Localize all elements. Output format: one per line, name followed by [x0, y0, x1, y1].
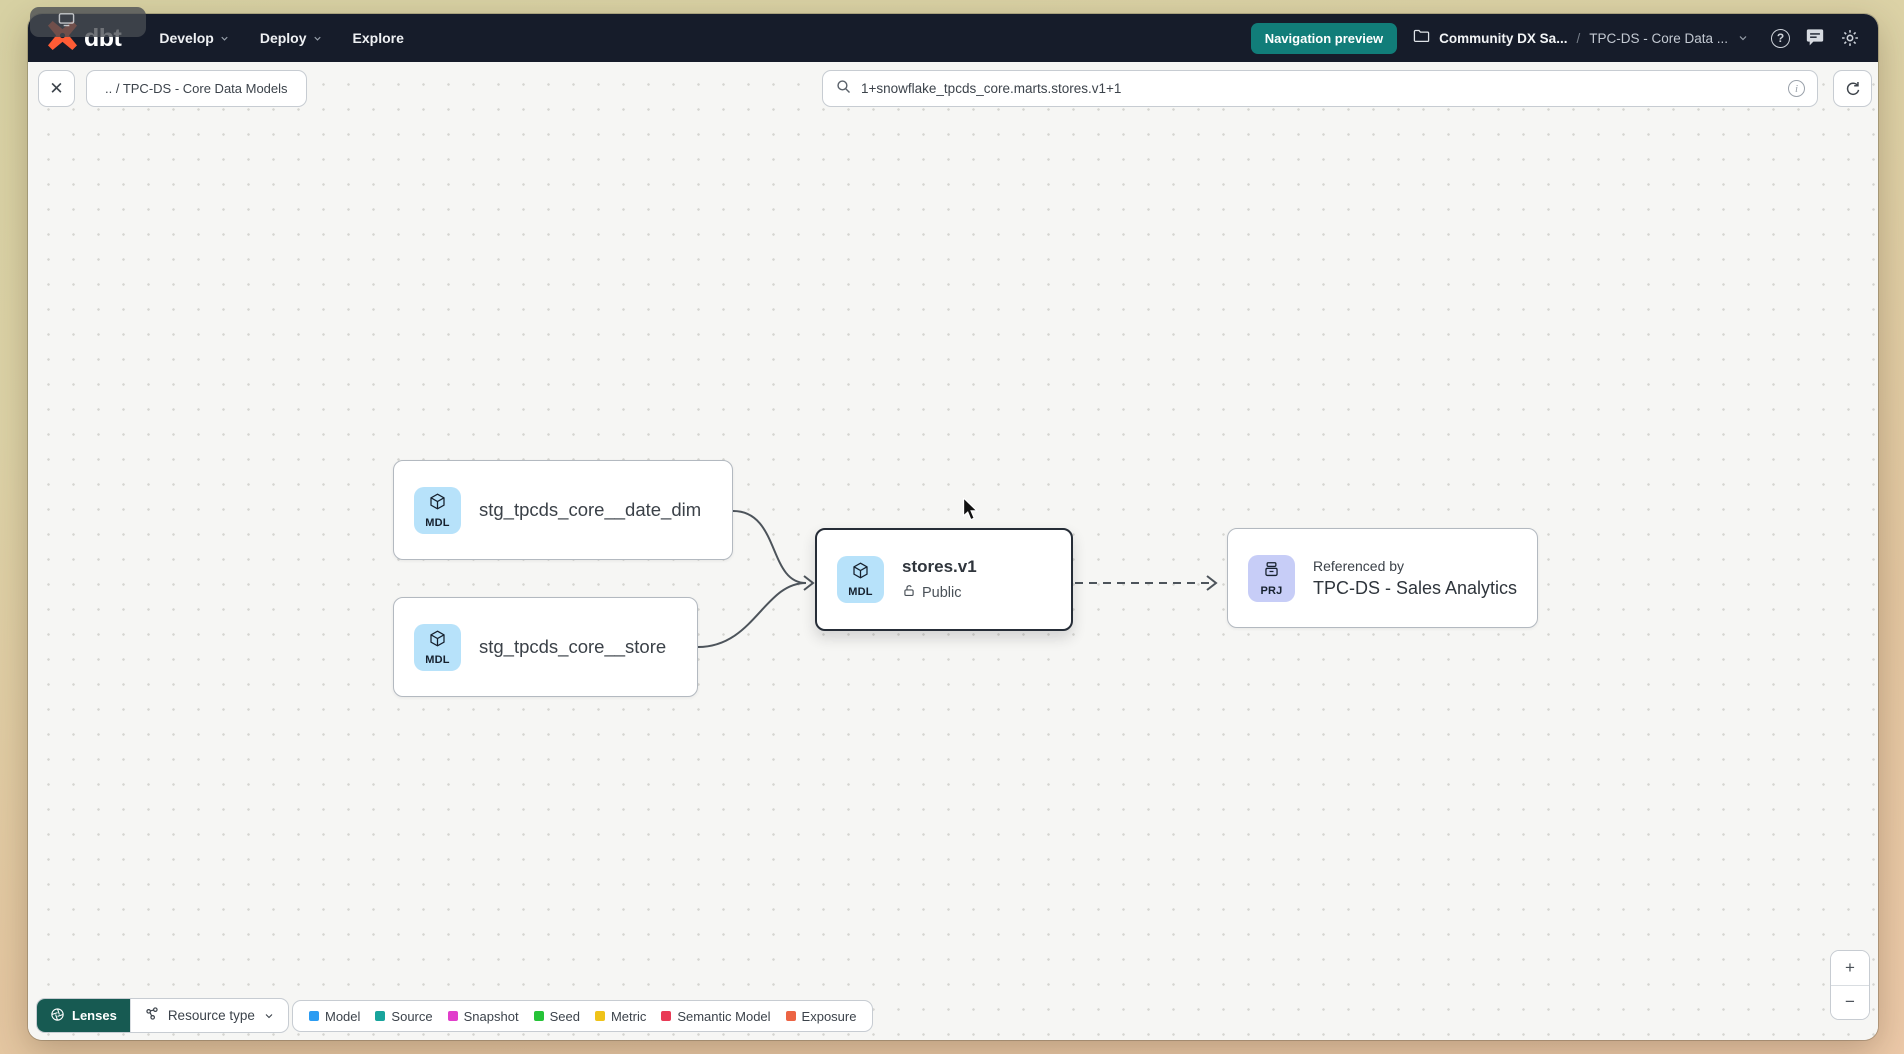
window-icon [58, 12, 75, 32]
chevron-down-icon [263, 1010, 275, 1022]
node-label: stg_tpcds_core__date_dim [479, 499, 701, 521]
project-badge: PRJ [1248, 555, 1295, 602]
node-title: stores.v1 [902, 557, 977, 577]
model-badge: MDL [414, 624, 461, 671]
node-label: stg_tpcds_core__store [479, 636, 666, 658]
node-text: Referenced by TPC-DS - Sales Analytics [1313, 558, 1517, 599]
folder-icon [1413, 28, 1430, 48]
legend-model: Model [309, 1009, 360, 1024]
legend-semantic-model: Semantic Model [661, 1009, 770, 1024]
search-input[interactable] [861, 81, 1779, 96]
top-navbar: dbt Develop Deploy Explore Navigation pr… [28, 14, 1878, 62]
chevron-down-icon [312, 33, 323, 44]
aperture-icon [50, 1007, 65, 1025]
feedback-icon[interactable] [1805, 29, 1825, 47]
unlock-icon [902, 583, 916, 602]
resource-legend: Model Source Snapshot Seed Metric Semant… [292, 1000, 873, 1032]
navbar-right: Navigation preview Community DX Sa... / … [1251, 23, 1860, 54]
app-window: dbt Develop Deploy Explore Navigation pr… [28, 14, 1878, 1040]
lineage-path-chip[interactable]: .. / TPC-DS - Core Data Models [86, 70, 307, 107]
cube-icon [851, 561, 870, 585]
main-menu: Develop Deploy Explore [159, 30, 404, 46]
lenses-control: Lenses Resource type [36, 998, 289, 1033]
chevron-down-icon [219, 33, 230, 44]
info-icon[interactable]: i [1788, 80, 1805, 97]
breadcrumb-account[interactable]: Community DX Sa... [1439, 31, 1567, 46]
access-label: Public [922, 585, 962, 601]
archive-icon [1262, 560, 1281, 584]
legend-exposure: Exposure [786, 1009, 857, 1024]
cube-icon [428, 629, 447, 653]
resource-type-button[interactable]: Resource type [130, 999, 288, 1032]
node-title: TPC-DS - Sales Analytics [1313, 578, 1517, 599]
lineage-canvas[interactable]: ✕ .. / TPC-DS - Core Data Models i [28, 62, 1878, 1040]
node-text: stores.v1 Public [902, 557, 977, 602]
legend-snapshot: Snapshot [448, 1009, 519, 1024]
legend-swatch [661, 1011, 671, 1021]
legend-swatch [309, 1011, 319, 1021]
legend-swatch [448, 1011, 458, 1021]
menu-deploy[interactable]: Deploy [260, 30, 323, 46]
model-badge: MDL [414, 487, 461, 534]
menu-develop[interactable]: Develop [159, 30, 229, 46]
node-store[interactable]: MDL stg_tpcds_core__store [393, 597, 698, 697]
legend-seed: Seed [534, 1009, 580, 1024]
refresh-button[interactable] [1833, 70, 1872, 107]
navbar-icon-group: ? [1771, 28, 1860, 48]
lenses-button[interactable]: Lenses [37, 999, 130, 1032]
node-sales-analytics[interactable]: PRJ Referenced by TPC-DS - Sales Analyti… [1227, 528, 1538, 628]
mouse-cursor [962, 498, 979, 526]
menu-explore[interactable]: Explore [353, 30, 404, 46]
legend-metric: Metric [595, 1009, 646, 1024]
legend-swatch [595, 1011, 605, 1021]
close-button[interactable]: ✕ [38, 70, 75, 107]
access-row: Public [902, 583, 977, 602]
chevron-down-icon[interactable] [1737, 32, 1749, 44]
help-icon[interactable]: ? [1771, 29, 1790, 48]
screen-share-pill[interactable] [30, 7, 146, 37]
node-date-dim[interactable]: MDL stg_tpcds_core__date_dim [393, 460, 733, 560]
legend-swatch [375, 1011, 385, 1021]
legend-swatch [786, 1011, 796, 1021]
breadcrumb-separator: / [1576, 31, 1580, 46]
navigation-preview-button[interactable]: Navigation preview [1251, 23, 1397, 54]
legend-source: Source [375, 1009, 432, 1024]
breadcrumb-project[interactable]: TPC-DS - Core Data ... [1589, 31, 1728, 46]
graph-icon [144, 1006, 160, 1025]
zoom-controls: + − [1830, 950, 1870, 1020]
node-stores-v1[interactable]: MDL stores.v1 Public [815, 528, 1073, 631]
search-icon [835, 78, 852, 100]
cube-icon [428, 492, 447, 516]
node-kicker: Referenced by [1313, 558, 1517, 574]
zoom-out-button[interactable]: − [1831, 986, 1869, 1020]
gear-icon[interactable] [1840, 28, 1860, 48]
lineage-search: i [822, 70, 1818, 107]
legend-swatch [534, 1011, 544, 1021]
model-badge: MDL [837, 556, 884, 603]
zoom-in-button[interactable]: + [1831, 951, 1869, 986]
breadcrumb: Community DX Sa... / TPC-DS - Core Data … [1413, 28, 1749, 48]
